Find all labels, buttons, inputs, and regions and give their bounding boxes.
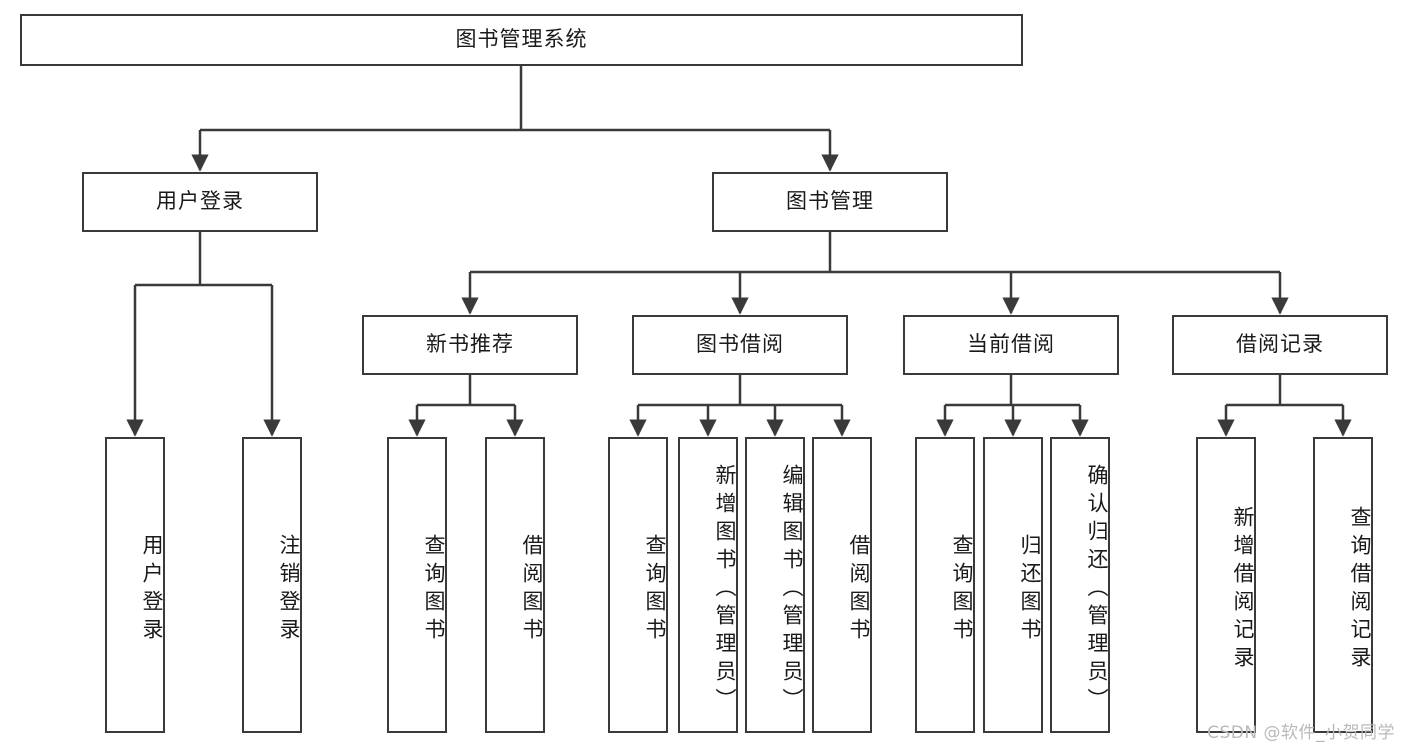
- leaf-query-book-newbook[interactable]: 查询图书: [387, 437, 447, 733]
- leaf-borrow-book-newbook[interactable]: 借阅图书: [485, 437, 545, 733]
- leaf-borrow-book[interactable]: 借阅图书: [812, 437, 872, 733]
- leaf-add-book-admin[interactable]: 新增图书（管理员）: [678, 437, 738, 733]
- leaf-return-book[interactable]: 归还图书: [983, 437, 1043, 733]
- node-root-book-management-system[interactable]: 图书管理系统: [20, 14, 1023, 66]
- csdn-watermark: CSDN @软件_小贺同学: [1207, 723, 1395, 743]
- leaf-query-book-current[interactable]: 查询图书: [915, 437, 975, 733]
- node-current-borrowing[interactable]: 当前借阅: [903, 315, 1119, 375]
- node-borrowing-record[interactable]: 借阅记录: [1172, 315, 1388, 375]
- leaf-add-borrow-record[interactable]: 新增借阅记录: [1196, 437, 1256, 733]
- node-new-book-recommendation[interactable]: 新书推荐: [362, 315, 578, 375]
- leaf-confirm-return-admin[interactable]: 确认归还（管理员）: [1050, 437, 1110, 733]
- leaf-logout-login[interactable]: 注销登录: [242, 437, 302, 733]
- node-user-login[interactable]: 用户登录: [82, 172, 318, 232]
- leaf-user-login[interactable]: 用户登录: [105, 437, 165, 733]
- leaf-query-book-borrow[interactable]: 查询图书: [608, 437, 668, 733]
- leaf-query-borrow-record[interactable]: 查询借阅记录: [1313, 437, 1373, 733]
- leaf-edit-book-admin[interactable]: 编辑图书（管理员）: [745, 437, 805, 733]
- node-book-borrowing[interactable]: 图书借阅: [632, 315, 848, 375]
- node-book-management[interactable]: 图书管理: [712, 172, 948, 232]
